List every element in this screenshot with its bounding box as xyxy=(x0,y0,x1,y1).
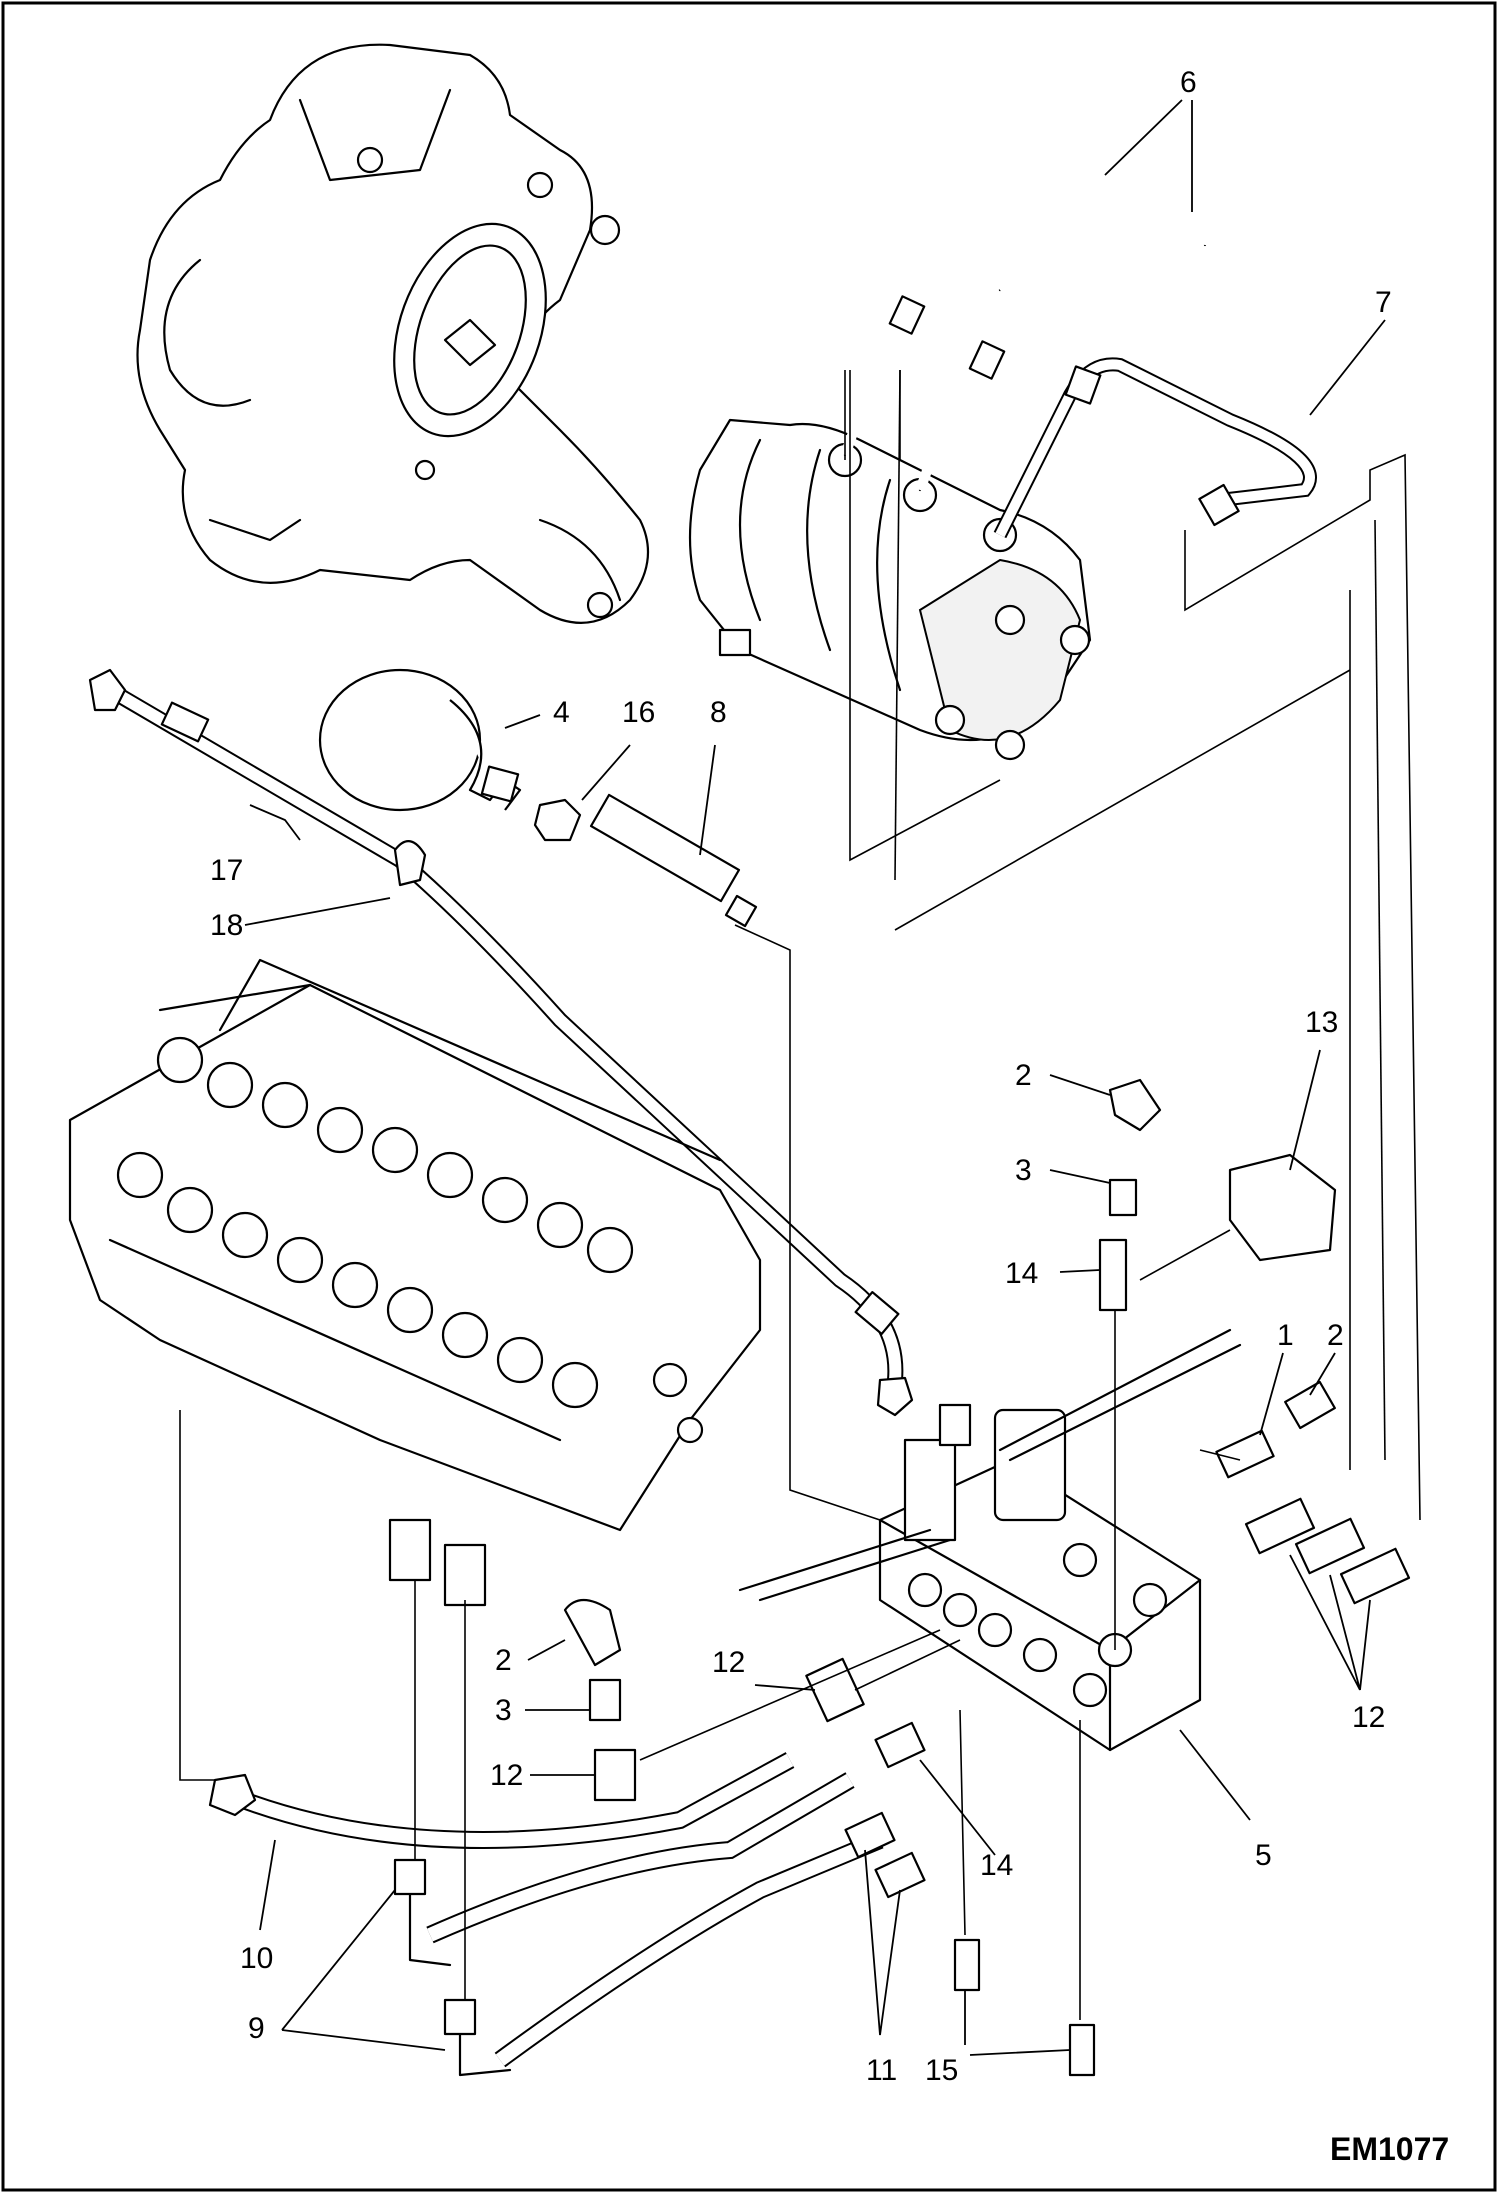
elbow-13 xyxy=(1228,1153,1337,1262)
fitting-14-top xyxy=(1098,1238,1128,1312)
hydraulic-pump xyxy=(688,418,1092,761)
callout-9: 9 xyxy=(248,2012,265,2045)
callout-13: 13 xyxy=(1305,1006,1338,1039)
callout-17: 17 xyxy=(210,854,243,887)
callout-1: 1 xyxy=(1277,1319,1294,1352)
manifold-block-5 xyxy=(878,1403,1202,1752)
callout-18: 18 xyxy=(210,909,243,942)
fittings-11 xyxy=(844,1811,926,1899)
callout-12-right: 12 xyxy=(1352,1701,1385,1734)
elbow-12-mid xyxy=(805,1657,865,1723)
callout-7: 7 xyxy=(1375,286,1392,319)
cap-2-right xyxy=(1284,1380,1336,1430)
connector-1 xyxy=(1215,1429,1275,1479)
routing-lines-lower xyxy=(179,924,1241,2020)
callout-11: 11 xyxy=(866,2054,897,2087)
valve-section-ports xyxy=(116,1036,634,1409)
callout-6: 6 xyxy=(1180,66,1197,99)
electrical-lead xyxy=(738,1328,1242,1602)
callout-2-top: 2 xyxy=(1015,1059,1032,1092)
callout-12-left: 12 xyxy=(490,1759,523,1792)
fitting-16 xyxy=(533,798,582,842)
hose-17 xyxy=(88,668,914,1417)
callout-8: 8 xyxy=(710,696,727,729)
callout-15: 15 xyxy=(925,2054,958,2087)
accumulator xyxy=(318,668,522,812)
hoses-6 xyxy=(840,170,1211,492)
callout-labels: 6 7 4 16 8 17 18 13 2 3 14 1 2 12 2 3 12… xyxy=(210,66,1392,2087)
bolts-15 xyxy=(953,1938,1096,2077)
callout-3-left: 3 xyxy=(495,1694,512,1727)
callout-5: 5 xyxy=(1255,1839,1272,1872)
fitting-3-left xyxy=(588,1678,622,1722)
hose-8 xyxy=(589,793,758,928)
fittings-12-right xyxy=(1244,1497,1411,1605)
callout-2-right: 2 xyxy=(1327,1319,1344,1352)
motor-housing xyxy=(136,43,650,624)
fitting-14-bottom xyxy=(874,1721,926,1769)
clamp-18 xyxy=(393,840,427,887)
callout-4: 4 xyxy=(553,696,570,729)
callout-12-mid: 12 xyxy=(712,1646,745,1679)
callout-2-left: 2 xyxy=(495,1644,512,1677)
cap-2-top xyxy=(1108,1078,1162,1132)
elbow-12-left xyxy=(593,1748,637,1802)
cap-2-left xyxy=(563,1598,622,1667)
callout-14-bottom: 14 xyxy=(980,1849,1013,1882)
callout-16: 16 xyxy=(622,696,655,729)
fitting-3-top xyxy=(1108,1178,1138,1217)
control-valve-bank xyxy=(68,958,762,1607)
callout-3-top: 3 xyxy=(1015,1154,1032,1187)
hose-7 xyxy=(993,357,1317,539)
callout-10: 10 xyxy=(240,1942,273,1975)
callout-14-top: 14 xyxy=(1005,1257,1038,1290)
hoses-lower xyxy=(208,1752,884,2077)
diagram-code: EM1077 xyxy=(1330,2131,1449,2167)
routing-lines-upper xyxy=(844,369,1421,1521)
leader-lines xyxy=(244,99,1386,2056)
